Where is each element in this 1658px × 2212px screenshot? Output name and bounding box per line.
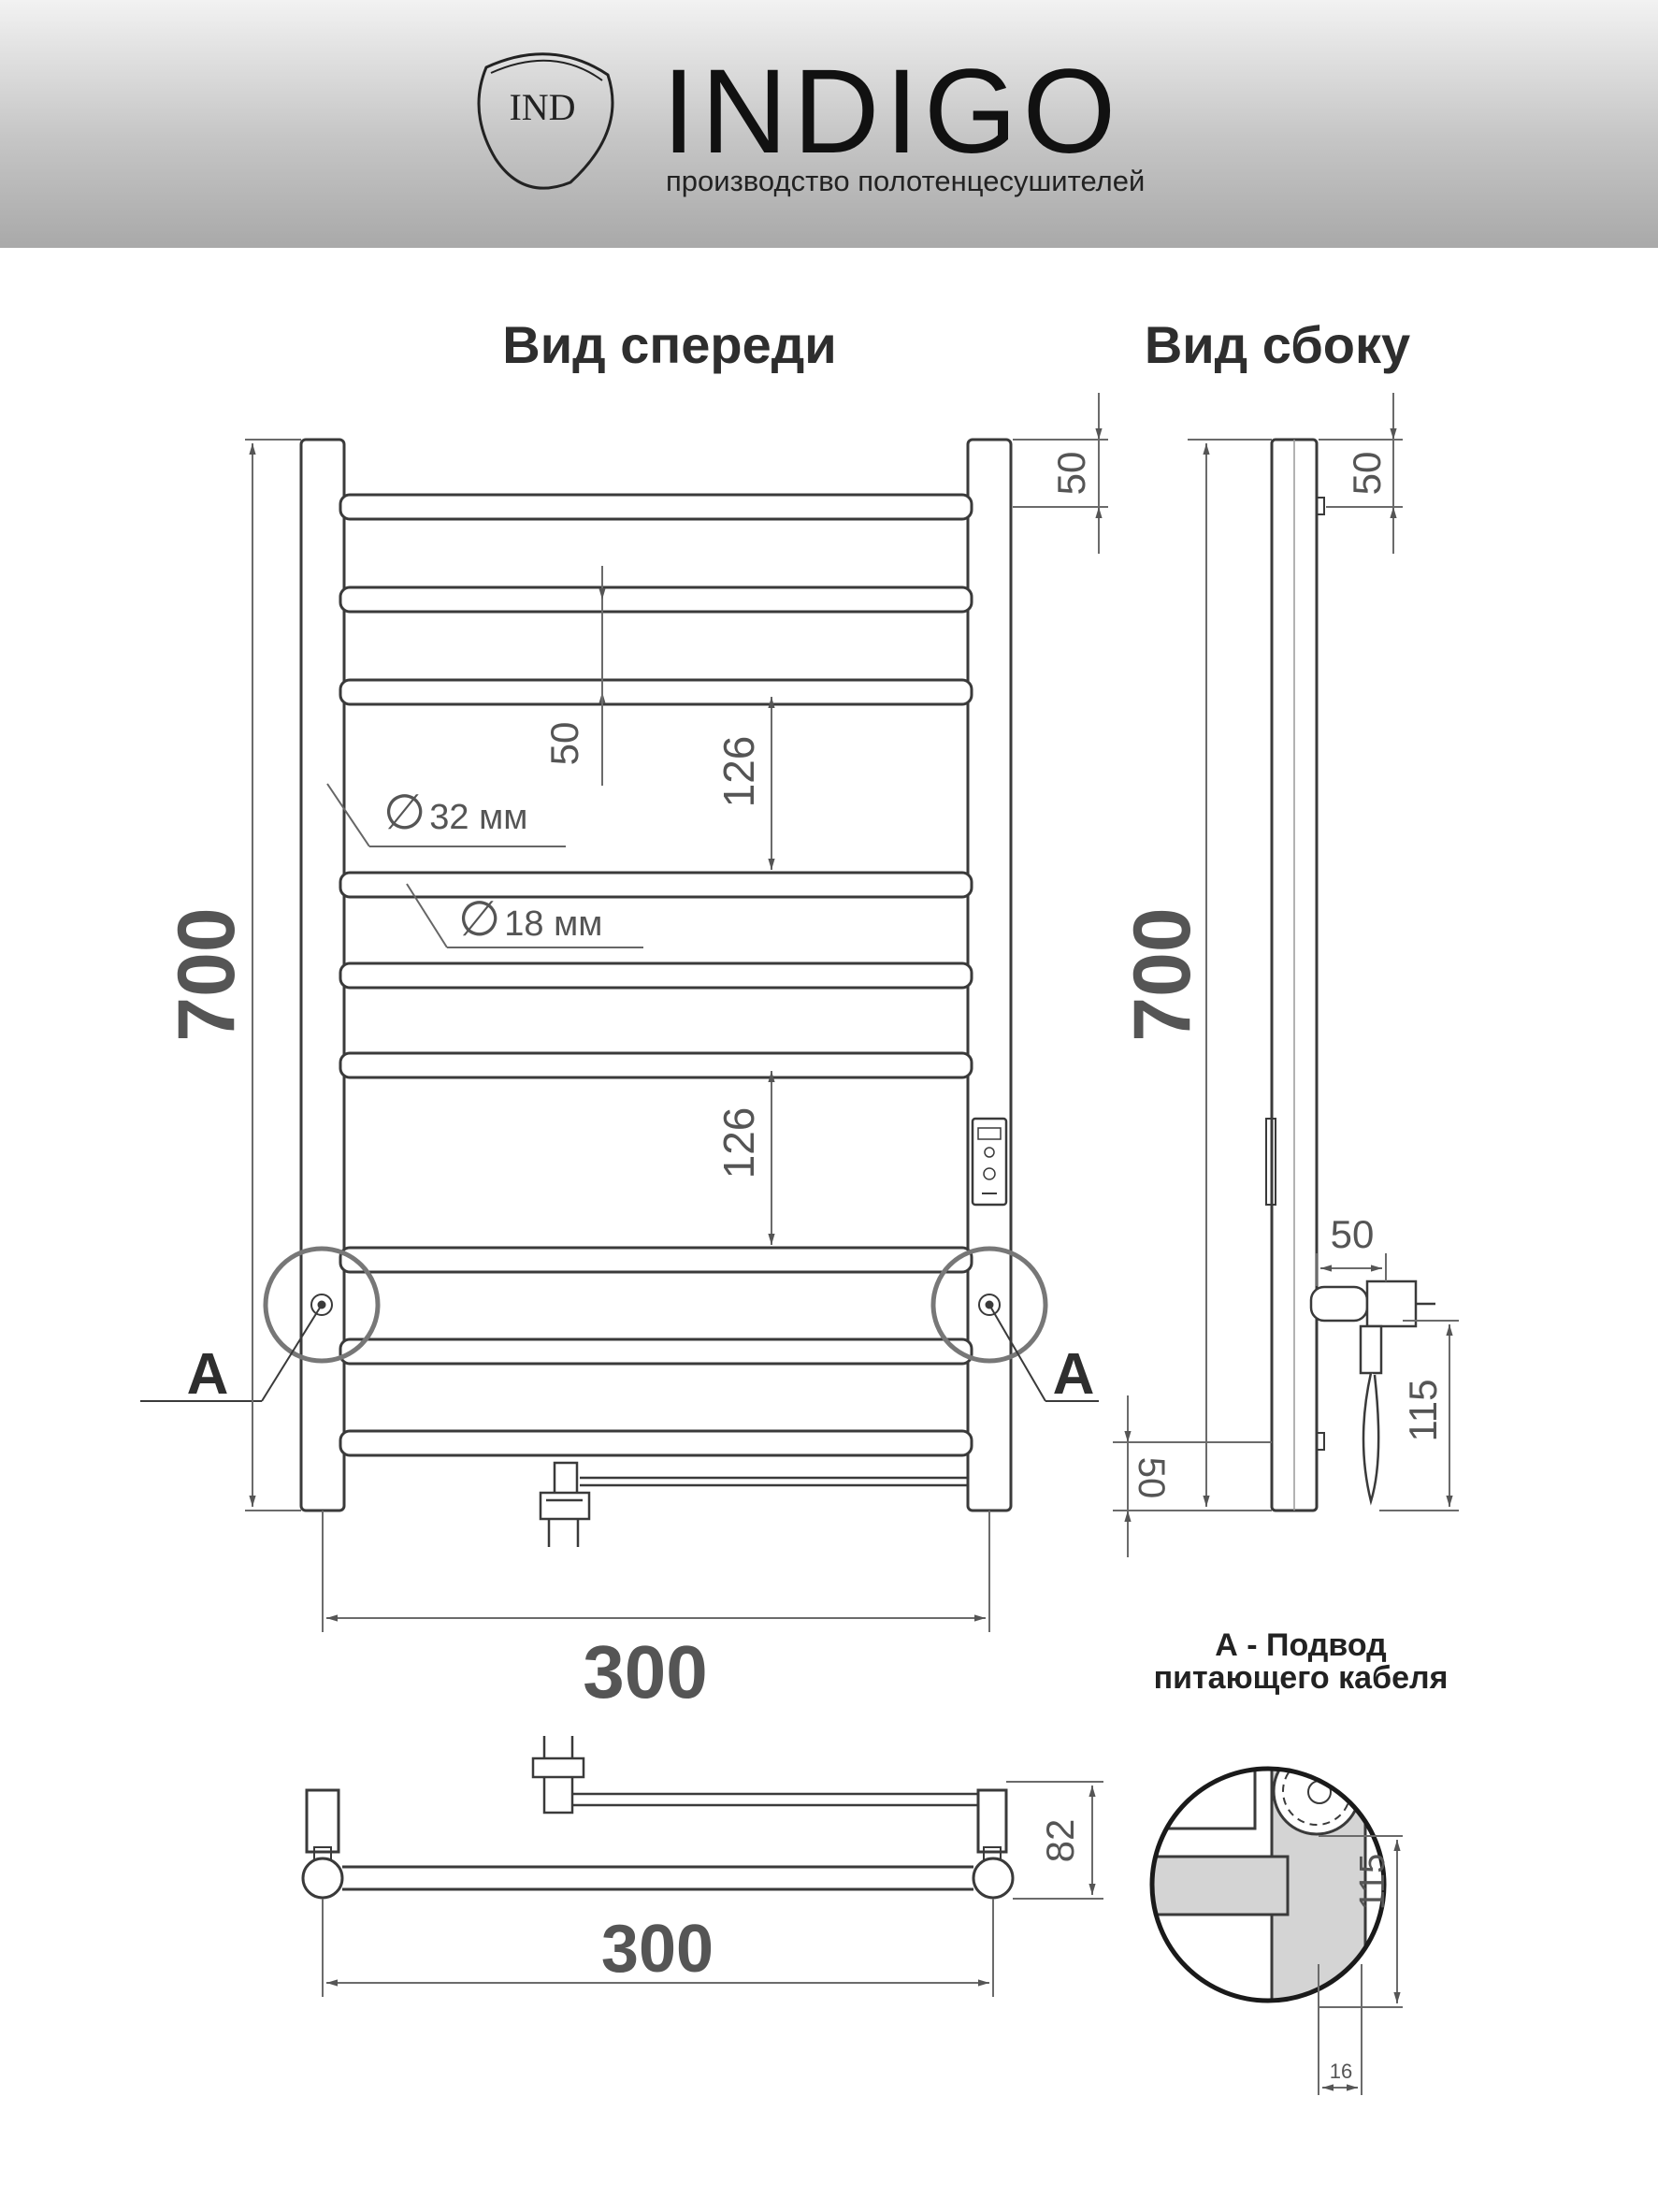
rung — [339, 1337, 973, 1366]
detail-title-line2: питающего кабеля — [1154, 1660, 1449, 1696]
rung — [339, 1246, 973, 1274]
logo-monogram: IND — [509, 86, 575, 128]
detail-height-dimension: 115 — [1353, 1854, 1392, 1911]
rung — [339, 961, 973, 990]
section-gap-lower: 126 — [714, 1107, 763, 1179]
brand-tagline: производство полотенцесушителей — [666, 165, 1145, 197]
width-dimension-front: 300 — [583, 1630, 707, 1713]
power-icon — [984, 1147, 995, 1158]
wall-offset-dimension: 50 — [1331, 1212, 1375, 1256]
rung — [339, 1051, 973, 1079]
front-dimensions — [245, 393, 1108, 1632]
header-band — [0, 0, 1658, 248]
callout-label-left: A — [187, 1342, 229, 1407]
cable-height-dimension: 115 — [1401, 1380, 1445, 1442]
plug-icon — [539, 1461, 591, 1547]
rung — [339, 871, 973, 899]
callout-circle-left — [263, 1246, 381, 1364]
rung — [339, 493, 973, 521]
depth-dimension: 82 — [1038, 1819, 1082, 1863]
side-plug-icon — [1309, 1279, 1435, 1506]
right-post — [966, 438, 1013, 1512]
side-view — [1265, 438, 1435, 1512]
detail-title-line1: А - Подвод — [1215, 1627, 1386, 1663]
top-offset-dimension-side: 50 — [1345, 452, 1389, 496]
detail-a — [1149, 1766, 1387, 2003]
rung — [339, 1429, 973, 1457]
rung-gap-dimension: 50 — [542, 722, 586, 766]
height-dimension-front: 700 — [162, 907, 252, 1042]
front-view — [140, 438, 1099, 1547]
section-gap-upper: 126 — [714, 736, 763, 808]
callout-label-right: A — [1053, 1342, 1095, 1407]
rungs — [339, 493, 973, 1457]
detail-circle — [1149, 1766, 1387, 2003]
top-view — [301, 1736, 1015, 1900]
diameter-leaders — [326, 783, 643, 948]
brand-name: INDIGO — [662, 45, 1121, 179]
detail-dimensions — [1318, 1835, 1403, 2095]
rung — [339, 586, 973, 614]
side-dimensions — [1113, 393, 1459, 1557]
height-dimension-side: 700 — [1117, 907, 1207, 1042]
side-view-title: Вид сбоку — [1145, 315, 1410, 374]
top-plug-icon — [531, 1736, 585, 1814]
front-view-title: Вид спереди — [502, 315, 836, 374]
callout-circle-right — [930, 1246, 1048, 1364]
detail-width-dimension: 16 — [1330, 2060, 1352, 2083]
top-offset-dimension-front: 50 — [1049, 452, 1093, 496]
left-post — [299, 438, 346, 1512]
rung — [339, 678, 973, 706]
width-dimension-top: 300 — [601, 1912, 714, 1987]
logo-emblem-icon — [477, 52, 614, 190]
controller-panel — [971, 1117, 1008, 1207]
inner-pipe-diameter: ∅18 мм — [458, 892, 602, 947]
bottom-offset-dimension-side: 50 — [1131, 1457, 1172, 1499]
top-dimensions — [322, 1781, 1103, 1997]
logo: IND INDIGO производство полотенцесушител… — [477, 45, 1145, 197]
outer-pipe-diameter: ∅32 мм — [383, 786, 527, 840]
